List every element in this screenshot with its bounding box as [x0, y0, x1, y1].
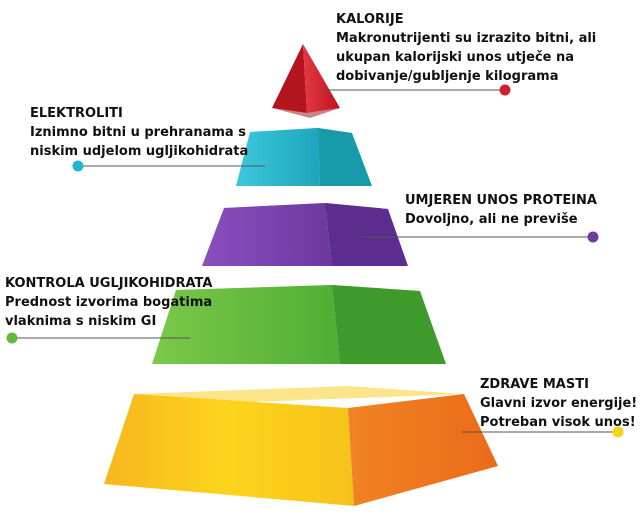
- connector-fats-dot: [612, 426, 624, 438]
- connector-protein-dot: [587, 231, 599, 243]
- label-electrolytes-line-1: Iznimno bitni u prehranama s: [30, 125, 246, 140]
- label-carbs-line-2: vlaknima s niskim GI: [5, 314, 157, 329]
- tier-fats-front: [104, 394, 354, 506]
- label-electrolytes-line-2: niskim udjelom ugljikohidrata: [30, 144, 249, 159]
- label-calories: KALORIJE Makronutrijenti su izrazito bit…: [336, 10, 636, 86]
- label-calories-title: KALORIJE: [336, 12, 404, 27]
- tier-protein: [202, 203, 408, 266]
- label-fats: ZDRAVE MASTI Glavni izvor energije! Potr…: [480, 375, 640, 432]
- connector-electrolytes-dot: [72, 160, 84, 172]
- tier-calories-shadow: [272, 108, 340, 118]
- label-electrolytes-title: ELEKTROLITI: [30, 106, 123, 121]
- tier-protein-front: [202, 203, 332, 266]
- tier-protein-side: [325, 203, 408, 266]
- label-protein-line-1: Dovoljno, ali ne previše: [405, 212, 578, 227]
- tier-carbs-front: [152, 285, 340, 364]
- tier-calories: [272, 44, 340, 118]
- label-carbs: KONTROLA UGLJIKOHIDRATA Prednost izvorim…: [5, 274, 225, 331]
- tier-electrolytes-side: [318, 128, 372, 186]
- tier-calories-left-face: [272, 44, 307, 113]
- tier-carbs: [152, 285, 446, 364]
- label-calories-line-3: dobivanje/gubljenje kilograma: [336, 69, 559, 84]
- label-fats-line-1: Glavni izvor energije!: [480, 396, 638, 411]
- label-calories-line-2: ukupan kalorijski unos utječe na: [336, 50, 575, 65]
- tier-fats: [104, 386, 498, 506]
- label-carbs-line-1: Prednost izvorima bogatima: [5, 295, 213, 310]
- tier-fats-side: [348, 394, 498, 506]
- tier-electrolytes-front: [236, 128, 320, 186]
- label-protein-title: UMJEREN UNOS PROTEINA: [405, 193, 597, 208]
- connector-carbs-dot: [6, 332, 18, 344]
- label-fats-title: ZDRAVE MASTI: [480, 377, 589, 392]
- label-calories-line-1: Makronutrijenti su izrazito bitni, ali: [336, 31, 597, 46]
- tier-carbs-side: [332, 285, 446, 364]
- tier-electrolytes: [236, 128, 372, 186]
- tier-calories-front-face: [303, 44, 340, 113]
- connector-calories-dot: [499, 84, 511, 96]
- tier-fats-top: [134, 386, 464, 402]
- label-electrolytes: ELEKTROLITI Iznimno bitni u prehranama s…: [30, 104, 250, 161]
- label-fats-line-2: Potreban visok unos!: [480, 415, 636, 430]
- label-carbs-title: KONTROLA UGLJIKOHIDRATA: [5, 276, 213, 291]
- label-protein: UMJEREN UNOS PROTEINA Dovoljno, ali ne p…: [405, 191, 635, 229]
